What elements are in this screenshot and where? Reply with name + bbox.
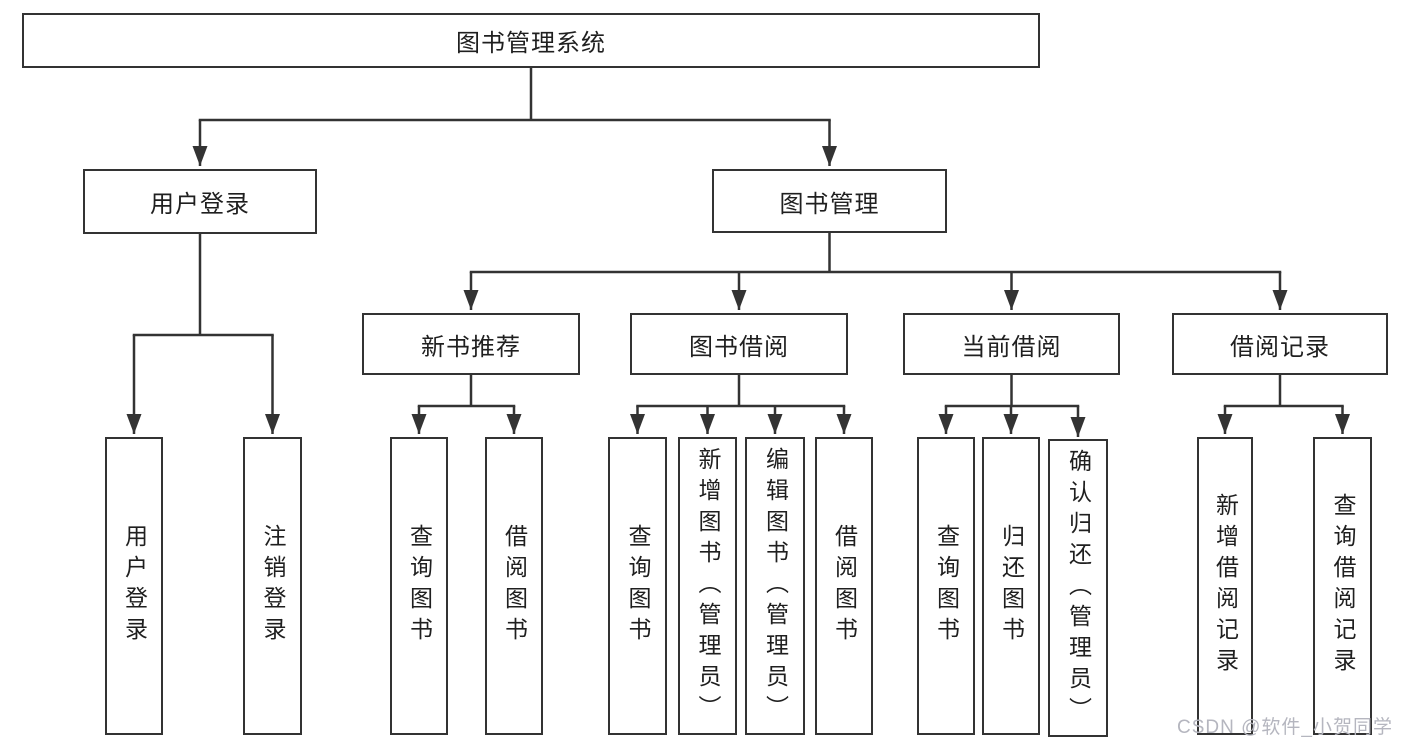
leaf-add-book-admin: 新增图书（管理员） (678, 437, 737, 735)
leaf-borrow-books: 借阅图书 (815, 437, 873, 735)
leaf-borrow-books-recommend: 借阅图书 (485, 437, 543, 735)
leaf-query-books-borrow: 查询图书 (608, 437, 667, 735)
node-new-book-recommend: 新书推荐 (362, 313, 580, 375)
leaf-user-login: 用户登录 (105, 437, 163, 735)
node-current-borrow: 当前借阅 (903, 313, 1120, 375)
leaf-confirm-return-admin: 确认归还（管理员） (1048, 439, 1108, 737)
leaf-query-books-recommend: 查询图书 (390, 437, 448, 735)
leaf-query-borrow-record: 查询借阅记录 (1313, 437, 1372, 735)
leaf-logout: 注销登录 (243, 437, 302, 735)
leaf-return-book: 归还图书 (982, 437, 1040, 735)
csdn-watermark: CSDN @软件_小贺同学 (1177, 717, 1393, 738)
leaf-query-books-current: 查询图书 (917, 437, 975, 735)
leaf-add-borrow-record: 新增借阅记录 (1197, 437, 1253, 735)
node-book-borrow: 图书借阅 (630, 313, 848, 375)
node-book-management: 图书管理 (712, 169, 947, 233)
leaf-edit-book-admin: 编辑图书（管理员） (745, 437, 805, 735)
node-borrow-records: 借阅记录 (1172, 313, 1388, 375)
node-user-login: 用户登录 (83, 169, 317, 234)
node-library-management-system: 图书管理系统 (22, 13, 1040, 68)
